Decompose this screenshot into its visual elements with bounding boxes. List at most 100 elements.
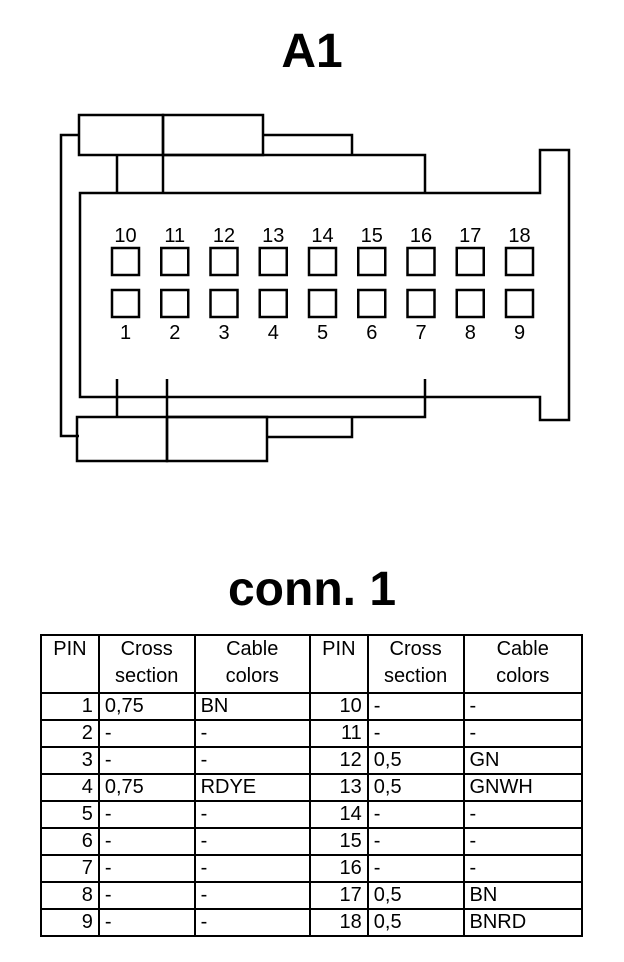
table-cell: - [97,800,196,829]
table-cell: - [366,719,465,748]
table-cell: GN [462,746,583,775]
table-cell: BNRD [462,908,583,937]
pin-cavity-top [357,246,387,277]
table-cell: - [193,746,311,775]
table-cell: - [366,854,465,883]
table-cell: 16 [308,854,369,883]
pin-cavity-top [455,246,485,277]
table-cell: 13 [308,773,369,802]
table-title: conn. 1 [227,563,397,616]
table-cell: - [193,800,311,829]
table-cell: 10 [308,692,369,721]
pin-cavity-bottom [160,288,190,319]
table-cell: 0,75 [97,692,196,721]
table-cell: - [366,800,465,829]
table-cell: - [97,827,196,856]
table-cell: 1 [40,692,100,721]
table-cell: RDYE [193,773,311,802]
table-cell: 3 [40,746,100,775]
column-header: PIN [308,634,369,694]
table-cell: - [462,827,583,856]
table-cell: 5 [40,800,100,829]
column-header: PIN [40,634,100,694]
table-cell: - [366,827,465,856]
table-cell: - [193,854,311,883]
table-cell: 18 [308,908,369,937]
pin-number-label: 4 [268,322,279,344]
connector-housing [59,113,571,463]
table-cell: - [193,719,311,748]
table-row: 2--11-- [40,719,583,748]
pin-number-label: 12 [213,225,235,247]
table-cell: - [97,881,196,910]
table-cell: - [97,746,196,775]
table-cell: 15 [308,827,369,856]
table-cell: 14 [308,800,369,829]
table-cell: - [193,881,311,910]
pin-number-label: 11 [164,225,185,247]
pin-number-label: 8 [465,322,476,344]
pin-cavity-bottom [504,288,535,319]
pin-cavity-top [258,246,288,277]
pin-number-label: 5 [317,322,328,344]
pin-cavity-bottom [406,288,436,319]
table-cell: - [193,908,311,937]
pin-number-label: 10 [114,225,136,247]
pin-cavity-bottom [209,288,239,319]
table-cell: 2 [40,719,100,748]
table-cell: GNWH [462,773,583,802]
table-cell: 4 [40,773,100,802]
pin-cavity-bottom [110,288,141,319]
pin-cavity-bottom [307,288,338,319]
pin-cavity-top [110,246,141,277]
pin-number-label: 2 [169,322,180,344]
table-cell: - [462,800,583,829]
pin-cavity-bottom [258,288,288,319]
table-cell: 0,75 [97,773,196,802]
pin-cavity-top [209,246,239,277]
pin-number-label: 15 [361,225,383,247]
pin-cavity-bottom [455,288,485,319]
table-cell: - [97,719,196,748]
pin-cavity-bottom [357,288,387,319]
table-cell: 0,5 [366,773,465,802]
pin-cavity-top [504,246,535,277]
pin-number-label: 17 [459,225,481,247]
pin-number-label: 3 [218,322,229,344]
connector-title: A1 [281,25,343,78]
table-cell: 12 [308,746,369,775]
table-cell: 7 [40,854,100,883]
table-row: 5--14-- [40,800,583,829]
table-cell: 8 [40,881,100,910]
table-cell: - [193,827,311,856]
table-cell: - [462,719,583,748]
table-cell: - [97,908,196,937]
table-cell: 0,5 [366,908,465,937]
pin-number-label: 16 [410,225,432,247]
table-cell: BN [193,692,311,721]
pin-number-label: 13 [262,225,284,247]
table-cell: 0,5 [366,881,465,910]
table-cell: - [366,692,465,721]
table-cell: 0,5 [366,746,465,775]
table-cell: - [462,692,583,721]
table-row: 7--16-- [40,854,583,883]
table-cell: 11 [308,719,369,748]
pin-cavity-top [307,246,338,277]
pin-number-label: 14 [311,225,333,247]
pin-number-label: 9 [514,322,525,344]
pin-number-label: 6 [366,322,377,344]
